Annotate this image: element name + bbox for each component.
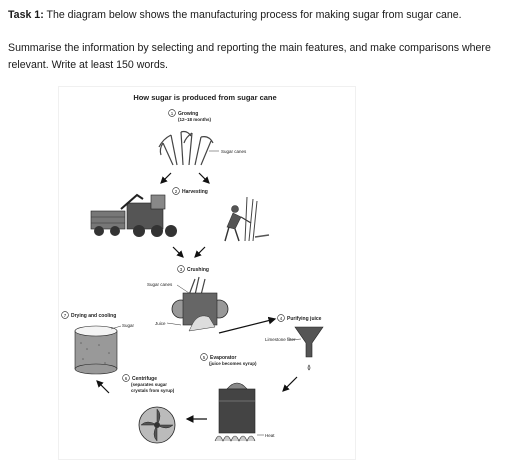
step-6-centrifuge: 6 Centrifuge (separates sugar crystals f… — [122, 374, 176, 444]
centrifuge-image — [138, 406, 176, 444]
step-1-label: Growing — [178, 111, 198, 117]
label-sugar: Sugar — [122, 323, 135, 328]
step-7-label: Drying and cooling — [71, 313, 116, 319]
step-2-label: Harvesting — [182, 189, 208, 195]
step-3-number: 3 — [180, 267, 183, 272]
label-limestone-filter: Limestone filter — [265, 337, 296, 342]
step-6-number: 6 — [125, 376, 128, 381]
step-5-label: Evaporator — [210, 355, 236, 361]
arrow-1-2-left — [160, 172, 172, 184]
step-1-sub: (12–18 months) — [178, 117, 212, 122]
task-heading-line: Task 1: The diagram below shows the manu… — [8, 8, 504, 23]
label-heat: Heat — [265, 433, 275, 438]
step-2-harvesting: 2 Harvesting — [90, 187, 270, 242]
step-5-sub: (juice becomes syrup) — [209, 361, 257, 366]
sugar-cane-plants-image — [158, 130, 214, 166]
drying-drum-image — [74, 325, 118, 375]
arrow-2-3-left — [172, 246, 184, 258]
step-7-drying: 7 Drying and cooling Sugar — [61, 311, 135, 375]
arrow-1-2-right — [198, 172, 210, 184]
task-label: Task 1: — [8, 9, 44, 21]
task-description: The diagram below shows the manufacturin… — [43, 9, 462, 21]
step-2-number: 2 — [175, 189, 178, 194]
step-3-label: Crushing — [187, 267, 209, 273]
step-6-sub2: crystals from syrup) — [131, 388, 175, 393]
crushing-rollers-image — [171, 276, 229, 332]
step-3-crushing: 3 Crushing Sugar canes Juice — [147, 265, 229, 332]
label-sugar-canes-crush: Sugar canes — [147, 282, 173, 287]
step-4-label: Purifying juice — [287, 316, 322, 322]
step-7-number: 7 — [64, 313, 67, 318]
step-6-label: Centrifuge — [132, 376, 157, 382]
label-sugar-canes-top: Sugar canes — [221, 149, 247, 154]
sugar-process-diagram: How sugar is produced from sugar cane 1 … — [58, 86, 356, 460]
step-5-evaporator: 5 Evaporator (juice becomes syrup) Heat — [200, 353, 275, 442]
step-5-number: 5 — [203, 355, 206, 360]
step-4-number: 4 — [280, 316, 283, 321]
task-instructions: Summarise the information by selecting a… — [8, 42, 491, 71]
harvester-machine-image — [90, 193, 177, 237]
evaporator-tank-image — [214, 382, 256, 442]
step-4-purifying: 4 Purifying juice Limestone filter — [265, 314, 324, 371]
arrow-2-3-right — [194, 246, 206, 258]
step-1-number: 1 — [171, 111, 174, 116]
person-cutting-cane-image — [224, 196, 270, 242]
diagram-title: How sugar is produced from sugar cane — [133, 93, 276, 102]
arrow-4-5 — [282, 376, 298, 392]
label-juice: Juice — [155, 321, 166, 326]
arrow-6-7 — [96, 380, 110, 394]
step-1-growing: 1 Growing (12–18 months) Sugar canes — [158, 109, 247, 166]
filter-funnel-image — [294, 326, 324, 371]
step-6-sub: (separates sugar — [131, 382, 167, 387]
arrow-3-4 — [218, 316, 277, 334]
